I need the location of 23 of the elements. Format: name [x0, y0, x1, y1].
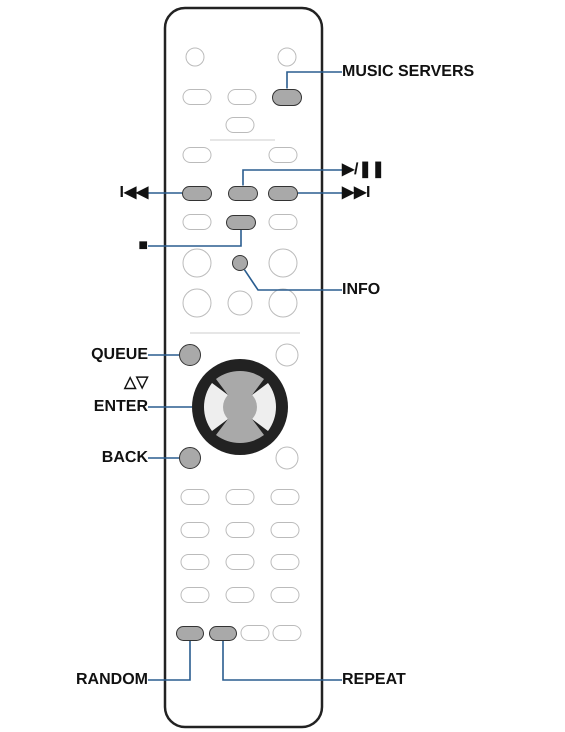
callout-label: ▶/❚❚: [342, 160, 402, 180]
leader-line: [244, 269, 342, 291]
leader-line: [222, 640, 342, 681]
leader-line: [148, 640, 191, 681]
callout-label: BACK: [40, 448, 148, 468]
callout-label: I◀◀: [60, 183, 148, 203]
leader-line: [286, 71, 342, 88]
leader-line: [242, 169, 342, 186]
callout-label: INFO: [342, 280, 402, 300]
leader-line: [148, 192, 182, 194]
callout-label: △▽: [122, 373, 148, 393]
callout-label: ENTER: [40, 397, 148, 417]
leader-line: [148, 230, 242, 247]
callout-label: MUSIC SERVERS: [342, 62, 492, 82]
callout-label: RANDOM: [30, 670, 148, 690]
leader-line: [148, 406, 192, 408]
callout-label: ■: [60, 236, 148, 256]
leader-line: [148, 457, 179, 459]
leader-line: [298, 192, 342, 194]
callout-label: QUEUE: [40, 345, 148, 365]
callout-label: REPEAT: [342, 670, 442, 690]
callout-label: ▶▶I: [342, 183, 402, 203]
leader-line: [148, 354, 179, 356]
